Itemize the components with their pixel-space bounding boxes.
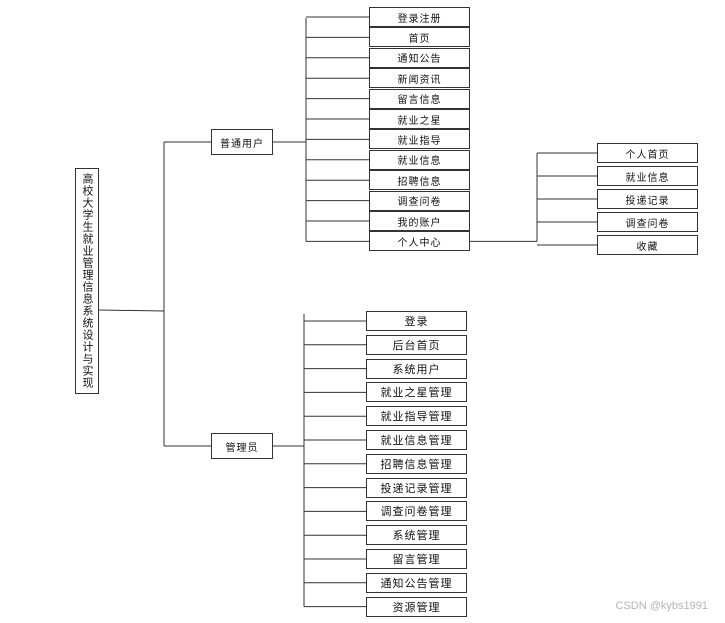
user-item-box-8: 招聘信息 (369, 170, 470, 191)
admin-item-box-1: 后台首页 (366, 334, 467, 355)
admin-item-box-6: 招聘信息管理 (366, 453, 467, 474)
admin-item-box-8: 调查问卷管理 (366, 501, 467, 522)
csdn-watermark: CSDN @kybs1991 (615, 600, 708, 612)
user-item-box-9: 调查问卷 (369, 190, 470, 211)
personal-center-item-box-3: 调查问卷 (597, 212, 698, 232)
user-item-box-11: 个人中心 (369, 231, 470, 252)
user-item-box-7: 就业信息 (369, 149, 470, 170)
admin-role-box: 管理员 (211, 433, 273, 459)
admin-item-box-9: 系统管理 (366, 525, 467, 546)
user-item-box-6: 就业指导 (369, 129, 470, 150)
personal-center-item-box-2: 投递记录 (597, 189, 698, 209)
user-item-box-0: 登录注册 (369, 7, 470, 27)
admin-item-box-10: 留言管理 (366, 549, 467, 569)
root-system-box: 高校大学生就业管理信息系统设计与实现 (75, 168, 99, 394)
admin-role-label: 管理员 (225, 442, 259, 454)
personal-center-item-box-1: 就业信息 (597, 166, 698, 186)
admin-item-box-0: 登录 (366, 311, 467, 331)
user-item-box-1: 首页 (369, 27, 470, 48)
admin-item-box-4: 就业指导管理 (366, 406, 467, 427)
personal-center-item-box-4: 收藏 (597, 235, 698, 255)
admin-item-box-3: 就业之星管理 (366, 382, 467, 403)
root-system-label: 高校大学生就业管理信息系统设计与实现 (81, 173, 94, 389)
personal-center-item-box-0: 个人首页 (597, 143, 698, 163)
user-role-label: 普通用户 (220, 138, 264, 150)
admin-item-box-5: 就业信息管理 (366, 430, 467, 450)
admin-item-box-12: 资源管理 (366, 596, 467, 617)
admin-item-box-7: 投递记录管理 (366, 477, 467, 498)
user-item-box-4: 留言信息 (369, 88, 470, 109)
user-item-box-10: 我的账户 (369, 211, 470, 231)
user-item-box-2: 通知公告 (369, 47, 470, 68)
user-role-box: 普通用户 (211, 129, 273, 155)
admin-item-box-2: 系统用户 (366, 358, 467, 379)
connector-line (98, 309, 165, 312)
user-item-box-3: 新闻资讯 (369, 68, 470, 89)
user-item-box-5: 就业之星 (369, 109, 470, 129)
admin-item-box-11: 通知公告管理 (366, 572, 467, 593)
